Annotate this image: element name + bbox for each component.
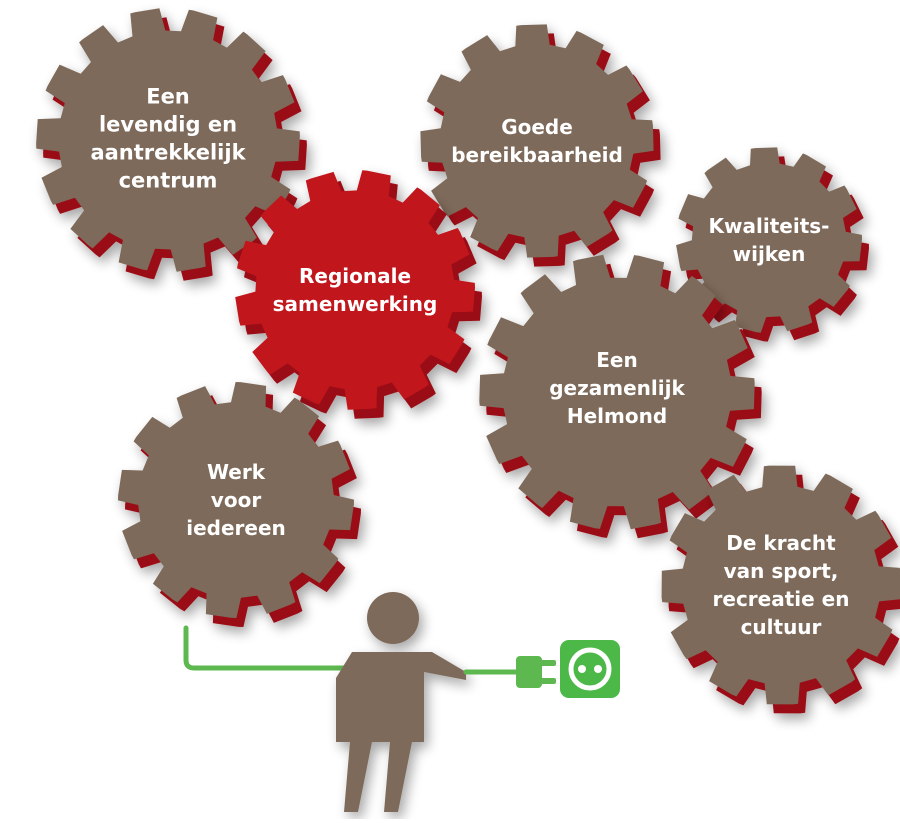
gear-label-line: wijken <box>733 242 806 266</box>
gear-levendig-centrum: Een levendig en aantrekkelijk centrum <box>36 8 307 281</box>
socket-hole-left <box>578 665 586 673</box>
plug-icon <box>516 656 556 688</box>
gear-label-line: centrum <box>119 168 218 192</box>
plug-body <box>516 656 542 688</box>
gear-face <box>118 382 354 618</box>
gear-label-line: van sport, <box>724 559 839 583</box>
gear-face <box>36 8 300 272</box>
gears-layer: Een levendig en aantrekkelijk centrum Goede b… <box>36 8 900 714</box>
gear-werk-voor-iedereen: Werk voor iedereen <box>118 382 361 627</box>
cable-line-left <box>183 625 355 671</box>
gear-regionale-samenwerking: Regionale samenwerking <box>235 170 482 419</box>
gear-label-line: De kracht <box>726 531 836 555</box>
gear-label-line: Regionale <box>299 264 411 288</box>
gear-label-line: levendig en <box>99 112 237 136</box>
gear-face <box>479 254 755 530</box>
gear-label-line: iedereen <box>186 516 286 540</box>
gear-label-line: Werk <box>207 460 266 484</box>
gear-label-line: Helmond <box>567 404 667 428</box>
gear-face <box>676 147 862 333</box>
gear-label-line: voor <box>211 488 262 512</box>
gear-label-line: aantrekkelijk <box>90 140 246 164</box>
gear-label-line: Een <box>146 84 190 108</box>
gear-face <box>420 24 654 258</box>
person-icon <box>336 592 466 812</box>
gear-label-line: cultuur <box>741 615 822 639</box>
person-head <box>367 592 419 644</box>
gear-face <box>661 465 900 705</box>
plug-pin-top <box>540 660 556 666</box>
gear-label-line: samenwerking <box>273 292 438 316</box>
gear-label-line: Goede <box>501 115 573 139</box>
gear-label-line: Kwaliteits- <box>709 214 830 238</box>
gear-label-line: Een <box>596 348 637 372</box>
power-socket-icon <box>560 640 620 698</box>
gear-face <box>235 170 475 410</box>
socket-hole-right <box>594 665 602 673</box>
gear-bereikbaarheid: Goede bereikbaarheid <box>420 24 661 267</box>
plug-pin-bottom <box>540 678 556 684</box>
person-body <box>336 652 466 812</box>
gear-label-line: gezamenlijk <box>549 376 685 400</box>
gear-kracht-sport: De kracht van sport, recreatie en cultuur <box>661 465 900 714</box>
gear-label-line: recreatie en <box>713 587 850 611</box>
socket-ring <box>568 647 612 691</box>
gear-label-line: bereikbaarheid <box>451 143 623 167</box>
gear-kwaliteitswijken: Kwaliteits-wijken <box>676 147 869 342</box>
